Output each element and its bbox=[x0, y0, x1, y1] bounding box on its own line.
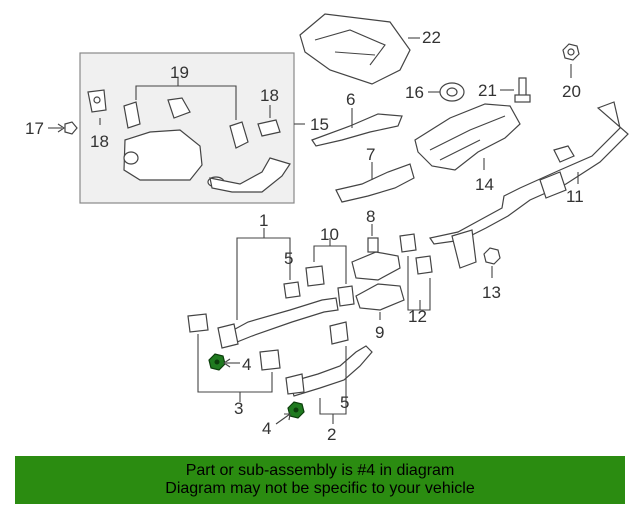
part-12-gasket-bottom bbox=[415, 255, 433, 275]
part-4-nut-lower-highlighted[interactable] bbox=[287, 401, 305, 419]
callout-21: 21 bbox=[478, 81, 497, 100]
part-3-gasket-left bbox=[187, 313, 209, 333]
callout-22: 22 bbox=[422, 28, 441, 47]
callout-5-upper: 5 bbox=[284, 249, 293, 268]
banner-line-1: Part or sub-assembly is #4 in diagram bbox=[185, 462, 455, 479]
callout-14: 14 bbox=[475, 175, 494, 194]
callout-12: 12 bbox=[408, 307, 427, 326]
callout-1: 1 bbox=[259, 211, 268, 230]
callout-17: 17 bbox=[25, 119, 44, 138]
callout-3: 3 bbox=[234, 399, 243, 418]
banner-line-2: Diagram may not be specific to your vehi… bbox=[165, 480, 475, 497]
part-8-converter bbox=[351, 237, 401, 281]
part-7-heat-shield bbox=[335, 163, 415, 203]
part-21-bolt bbox=[514, 77, 531, 103]
callout-2: 2 bbox=[327, 425, 336, 444]
part-20-nut bbox=[562, 43, 580, 61]
part-10-gasket-left bbox=[305, 265, 325, 287]
callout-18-right: 18 bbox=[260, 86, 279, 105]
part-10-gasket-right bbox=[337, 285, 355, 307]
part-22-heat-shield bbox=[299, 13, 411, 85]
part-3-gasket-right bbox=[259, 349, 281, 371]
info-banner: Part or sub-assembly is #4 in diagram Di… bbox=[15, 456, 625, 504]
callout-9: 9 bbox=[375, 323, 384, 342]
callout-13: 13 bbox=[482, 283, 501, 302]
callout-6: 6 bbox=[346, 90, 355, 109]
part-19-hangers-muffler bbox=[123, 97, 291, 193]
callout-15: 15 bbox=[310, 115, 329, 134]
callout-5-lower: 5 bbox=[340, 393, 349, 412]
part-18-bracket-left bbox=[87, 89, 107, 113]
part-14-heat-shield bbox=[414, 103, 521, 171]
part-11-pipe bbox=[429, 101, 629, 269]
part-2-pipe bbox=[285, 321, 373, 397]
part-6-heat-shield bbox=[311, 113, 403, 147]
callout-7: 7 bbox=[366, 145, 375, 164]
part-17-clip bbox=[64, 121, 78, 135]
callout-16: 16 bbox=[405, 83, 424, 102]
part-9-converter bbox=[355, 283, 405, 311]
part-13-nut bbox=[483, 247, 501, 265]
callout-10: 10 bbox=[320, 225, 339, 244]
part-16-gasket bbox=[439, 82, 465, 102]
exhaust-system-diagram: 22 20 21 16 6 14 7 17 bbox=[25, 13, 629, 444]
callout-20: 20 bbox=[562, 82, 581, 101]
part-1-front-pipe bbox=[217, 281, 339, 349]
callout-4-lower: 4 bbox=[262, 419, 271, 438]
part-12-gasket-top bbox=[399, 233, 417, 253]
callout-8: 8 bbox=[366, 207, 375, 226]
callout-11: 11 bbox=[566, 187, 584, 206]
callout-19: 19 bbox=[170, 63, 189, 82]
callout-4-upper: 4 bbox=[242, 355, 251, 374]
part-18-bracket-right bbox=[257, 119, 281, 137]
part-4-nut-upper-highlighted[interactable] bbox=[208, 353, 226, 371]
callout-18-left: 18 bbox=[90, 132, 109, 151]
